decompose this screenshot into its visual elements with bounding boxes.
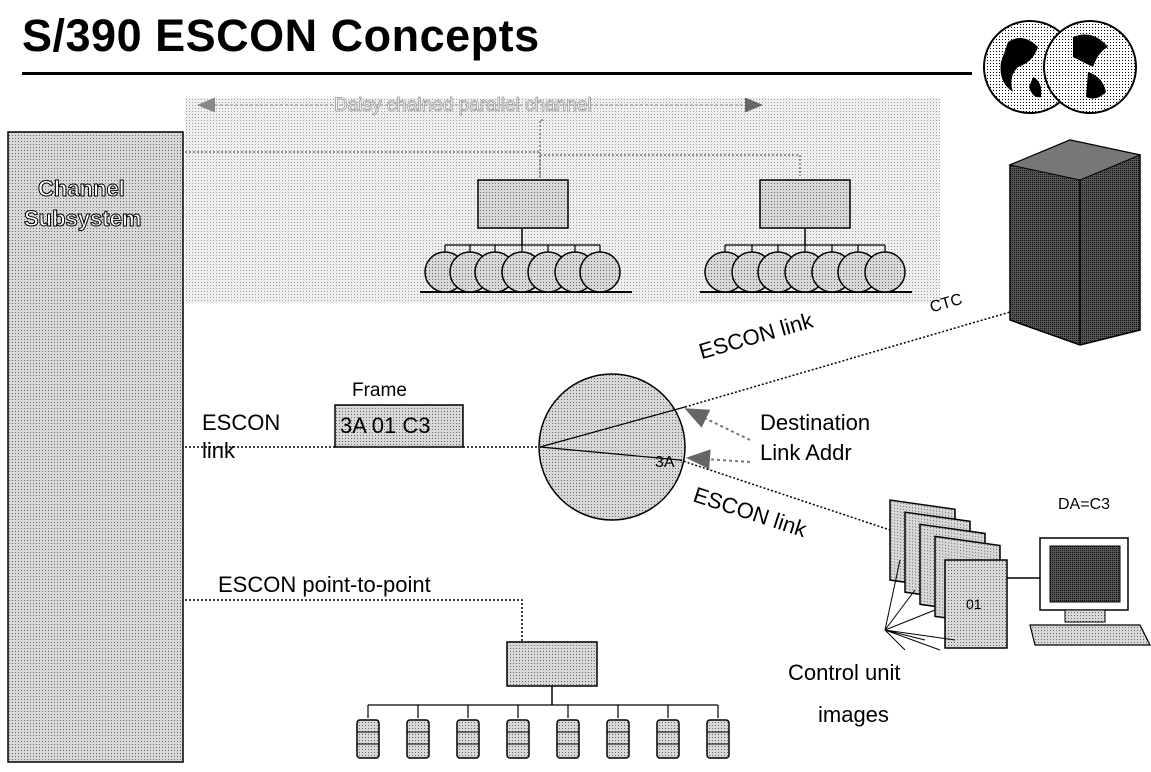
frame-content: 3A 01 C3 [340,413,431,438]
mainframe-icon [1008,139,1142,346]
port-3a-label: 3A [655,454,675,471]
tape-reel-group-1 [420,251,632,293]
title-rule [22,72,972,75]
disk-drive-group [356,719,730,759]
da-label: DA=C3 [1058,496,1111,513]
point-to-point-control-unit [506,641,598,687]
escon-director-icon [538,373,686,521]
control-unit-label-2: images [818,702,889,727]
escon-link-left-label-2: link [202,438,236,463]
parallel-control-unit-2 [759,179,851,229]
daisy-chain-label: Daisy chained parallel channel [334,95,593,117]
frame-label: Frame [352,380,407,401]
channel-subsystem-label-2: Subsystem [23,206,142,232]
control-unit-label-1: Control unit [788,660,901,685]
destination-label-1: Destination [760,410,871,435]
cu-image-label: 01 [966,596,982,612]
parallel-control-unit-1 [477,179,569,229]
frame-box [334,404,464,448]
tape-reel-group-2 [700,251,912,293]
terminal-icon [1029,537,1151,646]
globe-logo-icon [983,20,1137,114]
point-to-point-label: ESCON point-to-point [218,572,431,597]
channel-subsystem-label-1: Channel [38,176,126,202]
escon-link-left-label-1: ESCON [202,410,281,435]
channel-subsystem-box [7,131,184,763]
control-unit-images [884,499,1008,651]
destination-label-2: Link Addr [760,440,852,465]
page-title: S/390 ESCON Concepts [22,10,540,61]
